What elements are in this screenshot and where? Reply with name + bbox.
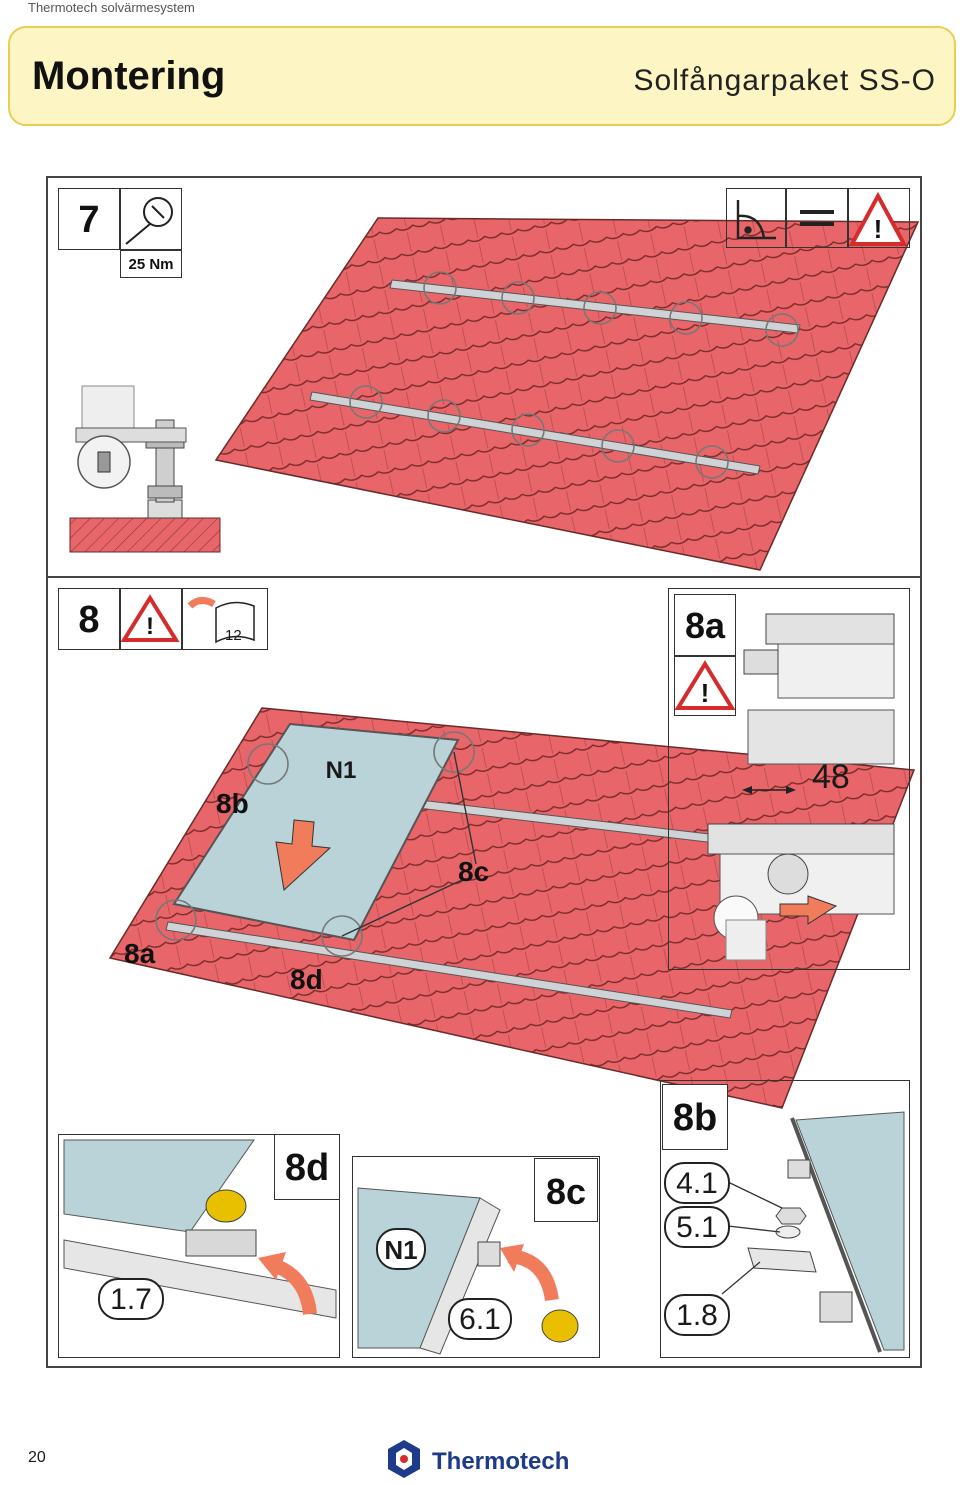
manual-page-ref: 12 bbox=[225, 627, 242, 644]
document-topline: Thermotech solvärmesystem bbox=[28, 0, 195, 15]
callout-8b: 8b bbox=[216, 788, 249, 819]
part-label-5-1: 5.1 bbox=[664, 1206, 730, 1248]
manual-page-icon bbox=[187, 597, 255, 644]
detail-8d-title: 8d bbox=[284, 1147, 330, 1189]
page-title: Montering bbox=[32, 54, 226, 98]
brand-logo-text: Thermotech bbox=[432, 1448, 570, 1475]
page-subtitle: Solfångarpaket SS-O bbox=[633, 64, 936, 97]
callout-8a: 8a bbox=[124, 938, 156, 969]
step-number-8: 8 bbox=[78, 599, 100, 641]
detail-8a-title: 8a bbox=[684, 605, 726, 646]
manual-ref-box: 12 bbox=[182, 588, 268, 650]
page-number: 20 bbox=[28, 1449, 46, 1466]
torque-value: 25 Nm bbox=[128, 256, 174, 273]
detail-8a-panel bbox=[668, 588, 910, 970]
detail-8c-title-box: 8c bbox=[534, 1158, 598, 1222]
panel-label-n1: N1 bbox=[325, 757, 357, 784]
warning-box-8a bbox=[674, 656, 736, 716]
part-label-1-7: 1.7 bbox=[98, 1278, 164, 1320]
warning-box-8 bbox=[120, 588, 182, 650]
detail-8b-panel bbox=[660, 1080, 910, 1358]
detail-8c-graphics bbox=[357, 1187, 579, 1355]
step-number-box-8: 8 bbox=[58, 588, 120, 650]
detail-8c-panel bbox=[352, 1156, 600, 1358]
part-label-6-1: 6.1 bbox=[448, 1298, 512, 1340]
part-label-4-1: 4.1 bbox=[664, 1162, 730, 1204]
torque-box: 25 Nm bbox=[120, 250, 182, 278]
detail-8b-title: 8b bbox=[672, 1097, 718, 1139]
bolt-detail-step7 bbox=[69, 385, 221, 553]
detail-8d-panel bbox=[58, 1134, 340, 1358]
svg-text:!: ! bbox=[146, 613, 154, 640]
detail-8a-title-box: 8a bbox=[674, 594, 736, 656]
warning-icon-step7: ! bbox=[848, 191, 908, 246]
equals-icon bbox=[800, 210, 834, 226]
warning-box-7 bbox=[848, 188, 910, 248]
warning-icon-step8: ! bbox=[120, 594, 180, 642]
warning-icon-8a: ! bbox=[674, 660, 736, 710]
rail-profile-detail-8a bbox=[707, 613, 895, 961]
page-header: Montering Solfångarpaket SS-O bbox=[8, 26, 956, 126]
wrench-box bbox=[120, 188, 182, 250]
callout-8d: 8d bbox=[290, 964, 323, 995]
svg-text:!: ! bbox=[874, 214, 883, 244]
detail-8b-graphics bbox=[721, 1111, 905, 1353]
part-label-1-8: 1.8 bbox=[664, 1294, 730, 1336]
panel-label-n1-detail: N1 bbox=[376, 1228, 426, 1270]
step-number-box-7: 7 bbox=[58, 188, 120, 250]
svg-text:!: ! bbox=[701, 678, 710, 708]
callout-circles-step8 bbox=[155, 731, 475, 957]
illustration-frame bbox=[46, 176, 922, 1368]
mounting-rails-step8 bbox=[165, 799, 761, 1019]
callout-lines-step8 bbox=[341, 751, 477, 937]
install-arrow bbox=[275, 819, 332, 891]
mounting-rails-step7 bbox=[309, 279, 801, 475]
detail-8d-graphics bbox=[63, 1139, 337, 1319]
bracket-circles-step7 bbox=[349, 271, 799, 479]
thermotech-logo-icon bbox=[388, 1440, 420, 1478]
step-number-7: 7 bbox=[78, 199, 100, 241]
detail-8b-title-box: 8b bbox=[662, 1084, 728, 1150]
callout-8c: 8c bbox=[458, 856, 490, 887]
angle-icon bbox=[736, 200, 776, 240]
wrench-icon bbox=[125, 197, 173, 245]
detail-8c-title: 8c bbox=[545, 1171, 587, 1212]
step-divider bbox=[46, 576, 922, 578]
equals-box bbox=[786, 188, 848, 248]
dimension-48: 48 bbox=[812, 758, 850, 796]
detail-8d-title-box: 8d bbox=[274, 1134, 340, 1200]
angle-box bbox=[726, 188, 786, 248]
solar-panel-n1 bbox=[172, 722, 460, 942]
